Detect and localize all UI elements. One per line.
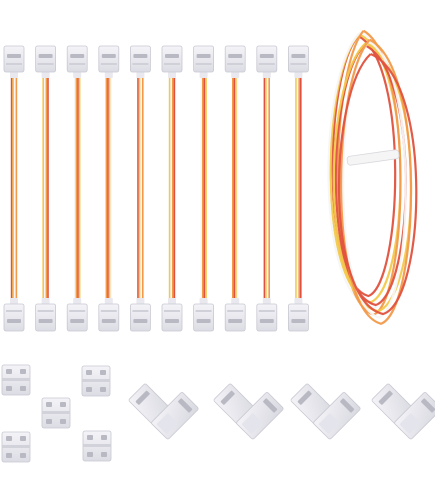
- jumper-cable: [3, 45, 25, 332]
- connector-top: [129, 45, 151, 73]
- wire-bundle: [263, 69, 271, 307]
- connector-top: [193, 45, 215, 73]
- straight-connector: [82, 430, 112, 462]
- jumper-cable: [35, 45, 56, 332]
- wire-bundle: [137, 69, 144, 307]
- l-connector: [128, 383, 199, 440]
- straight-connector: [41, 397, 71, 429]
- jumper-cable: [287, 45, 309, 332]
- wire-bundle: [295, 69, 302, 307]
- connector-top: [35, 45, 56, 73]
- wire-bundle: [10, 69, 18, 307]
- straight-connector: [1, 364, 31, 396]
- straight-connector: [1, 431, 31, 463]
- connector-bottom: [224, 303, 246, 332]
- wire-bundle: [42, 69, 49, 307]
- l-connector-set: [128, 383, 435, 440]
- connector-top: [3, 45, 25, 73]
- connector-bottom: [287, 303, 309, 332]
- wire-bundle: [168, 69, 176, 307]
- connector-bottom: [35, 303, 56, 332]
- jumper-cable-set: [3, 45, 309, 332]
- connector-bottom: [3, 303, 25, 332]
- connector-bottom: [161, 303, 183, 332]
- wire-bundle: [200, 69, 207, 307]
- coil-loop: [342, 40, 407, 319]
- cable-tie: [346, 149, 400, 166]
- jumper-cable: [161, 45, 183, 332]
- connector-top: [224, 45, 246, 73]
- l-connector: [371, 383, 435, 440]
- jumper-cable: [193, 45, 215, 332]
- l-connector: [290, 383, 361, 440]
- wire-bundle: [74, 69, 81, 307]
- jumper-cable: [129, 45, 151, 332]
- connector-bottom: [193, 303, 215, 332]
- connector-bottom: [98, 303, 120, 332]
- jumper-cable: [98, 45, 120, 332]
- jumper-cable: [66, 45, 88, 332]
- connector-bottom: [66, 303, 88, 332]
- wire-coil: [327, 29, 418, 325]
- wire-bundle: [232, 69, 239, 307]
- connector-top: [256, 45, 278, 73]
- straight-connector-set: [1, 364, 112, 463]
- jumper-cable: [224, 45, 246, 332]
- jumper-cable: [256, 45, 278, 332]
- connector-bottom: [256, 303, 278, 332]
- connector-bottom: [129, 303, 151, 332]
- coil-loop: [337, 52, 418, 316]
- straight-connector: [81, 365, 111, 397]
- connector-top: [161, 45, 183, 73]
- connector-top: [98, 45, 120, 73]
- l-connector: [213, 383, 284, 440]
- connector-top: [66, 45, 88, 73]
- wire-bundle: [105, 69, 112, 307]
- coil-loop: [331, 35, 397, 298]
- connector-top: [287, 45, 309, 73]
